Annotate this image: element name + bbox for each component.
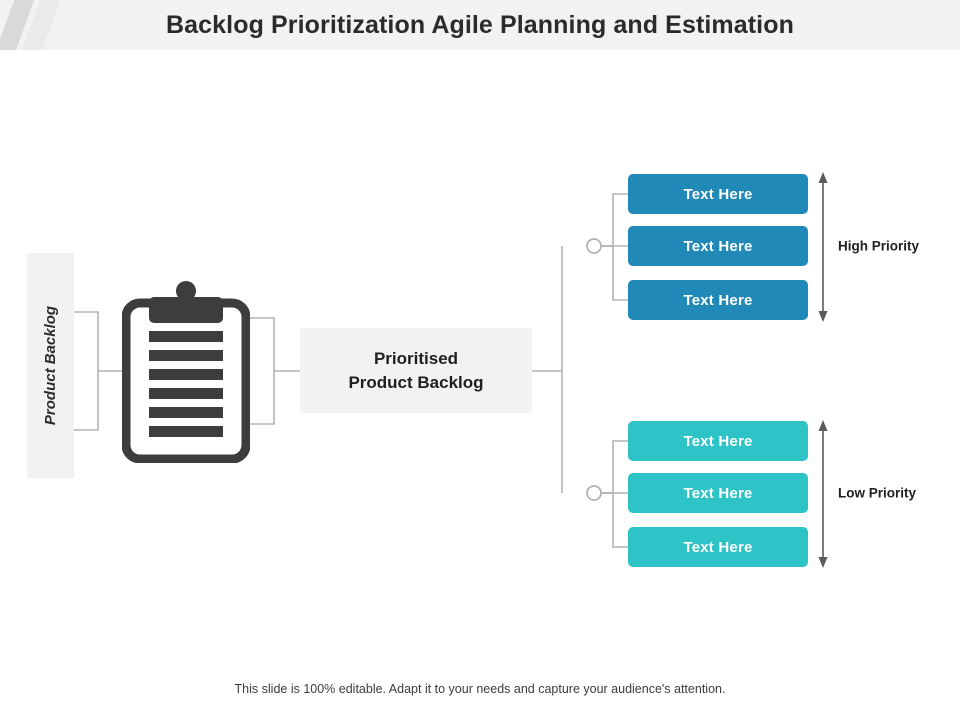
page-title: Backlog Prioritization Agile Planning an…	[166, 11, 794, 39]
prioritised-product-backlog-node: Prioritised Product Backlog	[300, 328, 532, 413]
chip-high-2-label: Text Here	[683, 237, 753, 255]
chip-high-3[interactable]: Text Here	[628, 280, 808, 320]
footer-note: This slide is 100% editable. Adapt it to…	[234, 682, 726, 696]
chip-high-2[interactable]: Text Here	[628, 226, 808, 266]
chip-low-2-label: Text Here	[683, 484, 753, 502]
prioritised-node-line1: Prioritised	[373, 348, 459, 368]
chip-low-1-label: Text Here	[683, 432, 753, 450]
chip-low-2[interactable]: Text Here	[628, 473, 808, 513]
prioritised-node-line2: Product Backlog	[348, 372, 484, 392]
chip-low-3-label: Text Here	[683, 538, 753, 556]
chip-low-3[interactable]: Text Here	[628, 527, 808, 567]
group-label-low-priority: Low Priority	[838, 485, 917, 501]
chip-high-1-label: Text Here	[683, 185, 753, 203]
chip-high-3-label: Text Here	[683, 291, 753, 309]
product-backlog-label-box	[27, 253, 74, 478]
title-bar: Backlog Prioritization Agile Planning an…	[0, 0, 960, 50]
group-label-high-priority: High Priority	[838, 238, 920, 254]
clipboard-icon	[121, 281, 251, 464]
prioritised-node-text: Prioritised Product Backlog	[348, 347, 483, 395]
chip-low-1[interactable]: Text Here	[628, 421, 808, 461]
chip-high-1[interactable]: Text Here	[628, 174, 808, 214]
product-backlog-label: Product Backlog	[42, 305, 59, 426]
